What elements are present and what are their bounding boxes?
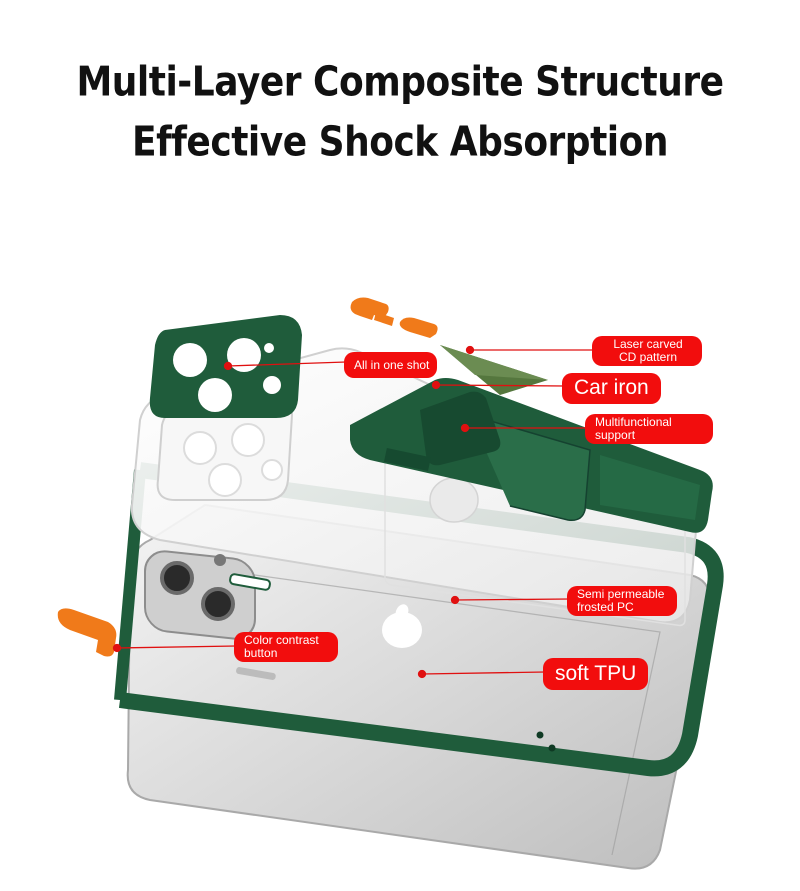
headline-line-2: Effective Shock Absorption	[132, 118, 668, 167]
callout-text: soft TPU	[555, 661, 637, 685]
headline-line-1: Multi-Layer Composite Structure	[76, 58, 724, 107]
callout-text: Car iron	[574, 376, 649, 400]
callout-multifunctional-support: Multifunctional support	[585, 414, 713, 444]
callout-car-iron: Car iron	[562, 373, 661, 404]
callout-text-line-1: Laser carved	[613, 337, 683, 352]
callout-laser-carved: Laser carved CD pattern	[592, 336, 702, 366]
phone-lens-2	[201, 587, 235, 621]
callout-text: All in one shot	[354, 357, 430, 372]
callout-semi-permeable-pc: Semi permeable frosted PC	[567, 586, 677, 616]
callout-text-line-2: frosted PC	[577, 600, 634, 614]
callout-text-line-1: Color contrast	[244, 633, 319, 648]
callout-leader-lines	[112, 345, 596, 679]
callout-text-line-2: button	[244, 646, 278, 660]
orange-buttons	[57, 297, 438, 657]
callout-color-contrast-button: Color contrast button	[234, 632, 338, 662]
callout-text-line-2: support	[595, 428, 636, 442]
green-kickstand	[350, 345, 713, 533]
callout-all-in-one-shot: All in one shot	[344, 352, 438, 378]
callout-text-line-2: CD pattern	[618, 350, 678, 364]
callout-text-line-1: Semi permeable	[577, 587, 665, 602]
callout-text-line-1: Multifunctional	[595, 415, 672, 430]
phone-lens-1	[160, 561, 194, 595]
callout-soft-tpu: soft TPU	[543, 658, 649, 690]
